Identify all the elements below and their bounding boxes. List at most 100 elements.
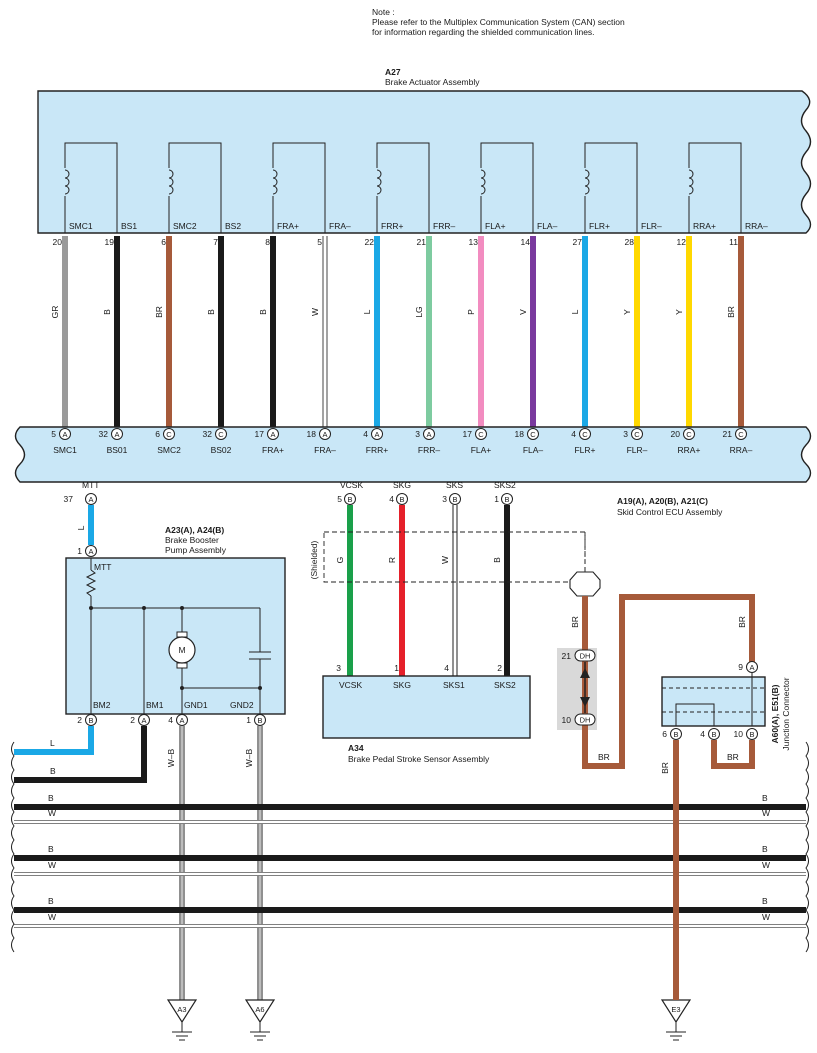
connector-marker [85,493,97,505]
actuator-pin-number: 28 [625,237,635,247]
actuator-box [37,90,812,234]
actuator-code: A27 [385,67,401,77]
sensor-box [322,675,531,739]
actuator-pin-label: FLR+ [589,221,610,231]
actuator-pin-number: 13 [469,237,479,247]
actuator-pin-label: BS2 [225,221,241,231]
actuator-pin-label: SMC2 [173,221,197,231]
ecu-connector-letter: C [686,430,692,439]
ecu-pin-label: RRA– [730,445,753,455]
ecu-pin-num-sks2: 1 [494,494,499,504]
coil-bg [682,168,696,196]
connector-marker [579,428,591,440]
actuator-pin-number: 22 [365,237,375,247]
coil-bg [370,168,384,196]
ecu-pin-num-skg: 4 [389,494,394,504]
coil-bg [58,168,72,196]
note-heading: Note : [372,7,395,17]
bus-wire-label: B [48,844,54,854]
connector-marker [475,428,487,440]
ecu-pin-number: 18 [515,429,525,439]
sensor-pin-label-sks2: SKS2 [494,680,516,690]
junction-connector: 9 A A60(A), E51(B) Junction Connector 6 … [660,661,791,1000]
booster-pin-label-gnd1: GND1 [184,700,208,710]
connector-marker [449,493,461,505]
actuator-pin-label: RRA+ [693,221,716,231]
coil-icon [376,169,382,195]
ecu-pin-label: BS02 [211,445,232,455]
ecu-pin-label: SMC2 [157,445,181,455]
actuator-pin-label: SMC1 [69,221,93,231]
connector-marker [319,428,331,440]
junction-dot [180,686,184,690]
ecu-pin-number: 4 [571,429,576,439]
ecu-pin-number: 3 [623,429,628,439]
chevron-down-icon [580,697,590,707]
connector-marker [344,493,356,505]
motor-brush [176,631,188,638]
connector-marker [501,493,513,505]
booster-top-pin-num: 1 [77,546,82,556]
bus-wire-label: W [48,808,56,818]
ecu-connector-letter: A [426,430,431,439]
ecu-connector-letter: A [114,430,119,439]
ecu-pin-num-sks: 3 [442,494,447,504]
motor-icon [168,636,196,664]
solenoid-group [58,142,742,233]
sensor-name: Brake Pedal Stroke Sensor Assembly [348,754,490,764]
ecu-connector-letter: A [62,430,67,439]
sensor-pin-num-sks2: 2 [497,663,502,673]
coil-icon [688,169,694,195]
shielded-region: (Shielded) [309,531,601,597]
connector-marker [574,713,596,726]
connector-marker [254,714,266,726]
brake-pedal-stroke-sensor-assembly: 3 1 4 2 VCSK SKG SKS1 SKS2 A34 Brake Ped… [322,663,531,764]
connector-marker [176,714,188,726]
ecu-pin-label-skg: SKG [393,480,411,490]
ground-wires: W–B W–B [166,726,263,1000]
ecu-pin-label: FRR+ [366,445,388,455]
connector-marker [371,428,383,440]
ecu-pin-num-mtt: 37 [64,494,74,504]
ecu-conn-vcsk: B [347,495,352,504]
ecu-connector-letter: C [738,430,744,439]
actuator-pin-label: BS1 [121,221,137,231]
actuator-pin-labels: SMC120BS119SMC26BS27FRA+8FRA–5FRR+22FRR–… [53,221,768,247]
junction-pin-num: 9 [738,662,743,672]
wire-color-code: B [258,309,268,315]
ecu-pin-number: 17 [255,429,265,439]
wire-color-b: B [492,557,502,563]
connector-marker [423,428,435,440]
ecu-pin-number: 6 [155,429,160,439]
wire-color-br: BR [727,752,739,762]
ecu-connector-letter: C [634,430,640,439]
connector-marker [683,428,695,440]
booster-code: A23(A), A24(B) [165,525,224,535]
junction-code: A60(A), E51(B) [770,684,780,743]
coil-icon [168,169,174,195]
actuator-pin-number: 5 [317,237,322,247]
connector-marker [267,428,279,440]
wire-color-l: L [76,525,86,530]
junction-dot [258,686,262,690]
ecu-pin-label-sks2: SKS2 [494,480,516,490]
booster-box [65,557,286,715]
bus-wire-label: B [48,793,54,803]
connector-marker [111,428,123,440]
wire-color-code: GR [50,306,60,319]
brake-actuator-assembly: A27 Brake Actuator Assembly SMC120BS119S… [37,67,812,247]
connector-marker [163,428,175,440]
wire-color-code: BR [726,306,736,318]
connector-marker [574,649,596,662]
ecu-connector-letter: C [530,430,536,439]
shield-ground-symbol [569,571,601,597]
shield-drain-wire: BR BR BR 21 DH 10 DH [557,594,755,769]
wire-color-code: Y [622,309,632,315]
bus-wire-label: L [50,738,55,748]
ecu-pin-label: BS01 [107,445,128,455]
ecu-pin-number: 21 [723,429,733,439]
actuator-pin-label: RRA– [745,221,768,231]
ground-a6: A6 [244,999,276,1041]
ecu-connector-letter: A [322,430,327,439]
